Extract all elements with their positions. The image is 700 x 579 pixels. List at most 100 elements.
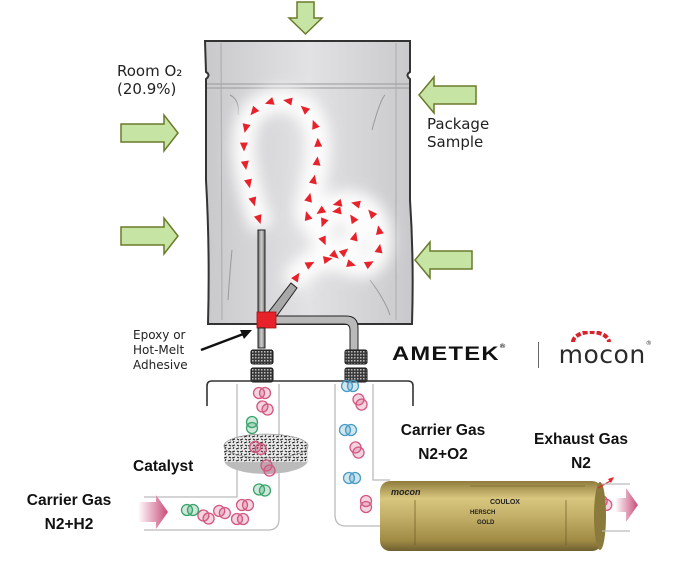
fitting-left-upper — [250, 349, 274, 365]
carrier-gas-mid-line1: Carrier Gas — [400, 422, 486, 439]
room-o2-label: Room O₂ (20.9%) — [117, 62, 182, 98]
ametek-logo: AMETEK® — [392, 343, 507, 365]
flow-marker — [312, 156, 321, 166]
exhaust-gas-label: Exhaust Gas N2 — [532, 428, 630, 476]
flow-marker — [363, 261, 374, 270]
sampling-tubes — [250, 229, 368, 383]
manifold-bracket — [206, 380, 414, 406]
exhaust-arrow — [615, 488, 638, 522]
flow-marker — [322, 256, 333, 265]
oxygen-molecule — [197, 509, 215, 525]
room-o2-label-line1: Room O₂ — [117, 62, 183, 80]
nitrogen-molecule — [338, 423, 358, 437]
hydrogen-molecule — [180, 503, 200, 517]
carrier-gas-inlet-line1: Carrier Gas — [26, 492, 112, 509]
oxygen-molecule — [249, 440, 267, 456]
flow-marker — [300, 105, 311, 115]
coulometric-sensor: mocon COULOX HERSCH GOLD — [380, 477, 614, 551]
flow-marker — [244, 178, 252, 189]
room-o2-label-line2: (20.9%) — [117, 80, 177, 98]
fitting-right-upper — [344, 349, 368, 365]
sensor-brand: mocon — [391, 487, 421, 497]
nitrogen-molecule — [342, 471, 362, 485]
adhesive-pointer-arrow — [200, 330, 252, 352]
adhesive-label-line3: Adhesive — [133, 358, 188, 372]
flow-marker — [349, 231, 358, 242]
flow-marker — [314, 137, 323, 147]
hydrogen-molecule — [252, 483, 272, 497]
sensor-name: COULOX — [490, 499, 520, 506]
flow-marker — [351, 200, 361, 209]
hydrogen-molecule — [245, 415, 259, 435]
flow-marker — [253, 214, 262, 224]
adhesive-label-line2: Hot-Melt — [133, 343, 185, 357]
package-sample-label-line1: Package — [427, 115, 490, 133]
flow-marker — [304, 211, 313, 221]
sensor-grade: GOLD — [477, 520, 495, 526]
ingress-arrow-top — [287, 1, 324, 36]
flow-marker — [350, 214, 359, 225]
ingress-arrow-right-upper — [418, 74, 477, 116]
flow-marker — [291, 272, 300, 283]
flow-marker — [264, 97, 275, 105]
sensor-column — [334, 384, 390, 527]
sensor-sub: HERSCH — [470, 510, 495, 516]
flow-marker — [321, 217, 329, 228]
oxygen-molecule — [235, 498, 255, 512]
flow-marker — [312, 119, 320, 130]
flow-marker — [283, 97, 293, 106]
flow-marker — [316, 205, 327, 215]
logo-divider — [537, 341, 539, 368]
brand-logos: AMETEK® mocon® — [392, 331, 653, 369]
flow-marker — [308, 174, 317, 185]
nitrogen-molecule — [340, 379, 360, 393]
adhesive-seal — [256, 311, 277, 329]
oxygen-molecule — [260, 459, 276, 477]
ingress-arrow-left-upper — [120, 112, 179, 154]
flow-marker — [338, 248, 349, 258]
oxygen-molecule — [352, 393, 368, 411]
flow-marker — [318, 235, 326, 246]
flow-marker — [242, 123, 251, 133]
oxygen-molecule — [230, 512, 250, 526]
adhesive-label: Epoxy or Hot-Melt Adhesive — [133, 328, 188, 373]
flow-marker — [304, 261, 315, 270]
fitting-left-lower — [250, 367, 274, 383]
catalyst-label: Catalyst — [133, 458, 194, 475]
flow-marker — [368, 209, 378, 220]
flow-marker — [374, 243, 383, 254]
flow-path-markers — [239, 97, 384, 283]
oxygen-molecule — [256, 400, 274, 416]
flow-marker — [332, 198, 343, 207]
package-bag — [203, 40, 414, 325]
mocon-logo: mocon® — [559, 331, 653, 369]
flow-marker — [240, 160, 249, 171]
adhesive-label-line1: Epoxy or — [133, 328, 186, 342]
flow-marker — [329, 249, 339, 259]
oxygen-molecule — [213, 504, 231, 520]
carrier-gas-inlet-label: Carrier Gas N2+H2 — [24, 489, 114, 537]
exhaust-channel — [602, 483, 630, 532]
exhaust-gas-line2: N2 — [571, 455, 591, 472]
flow-marker — [375, 225, 384, 235]
oxygen-molecule — [349, 441, 365, 459]
flow-marker — [250, 105, 260, 116]
carrier-gas-mid-label: Carrier Gas N2+O2 — [398, 419, 488, 467]
flow-marker — [239, 142, 248, 152]
exhaust-gas-line1: Exhaust Gas — [534, 431, 628, 448]
oxygen-molecule — [359, 494, 373, 514]
inflow-arrow — [138, 495, 168, 529]
ingress-arrow-right-lower — [414, 239, 473, 281]
fitting-right-lower — [344, 367, 368, 383]
package-sample-label-line2: Sample — [427, 133, 484, 151]
flow-marker — [332, 206, 342, 215]
oxygen-molecule — [252, 386, 272, 400]
mocon-arc-icon — [570, 331, 611, 343]
carrier-gas-inlet-line2: N2+H2 — [44, 516, 94, 533]
ingress-arrow-left-lower — [120, 215, 179, 257]
flow-marker — [346, 259, 356, 268]
flow-marker — [304, 192, 312, 203]
gas-molecules — [180, 379, 613, 526]
